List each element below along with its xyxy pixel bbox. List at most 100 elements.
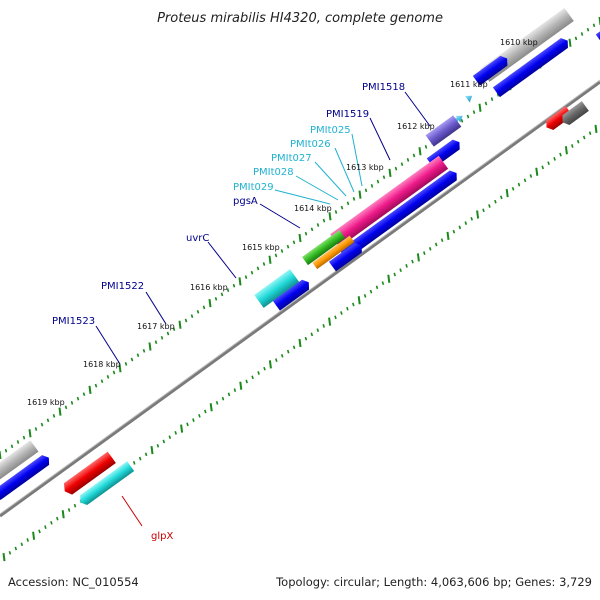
label-line-pmi1519 — [369, 117, 391, 161]
tick-mark — [262, 262, 266, 266]
tick-label: 1618 kbp — [83, 360, 121, 369]
tick-mark — [150, 445, 154, 455]
cds-reverse-arrow — [562, 101, 589, 125]
tick-mark — [316, 223, 320, 227]
tick-mark — [186, 422, 189, 427]
tick-mark — [388, 168, 392, 178]
tick-mark — [529, 174, 533, 178]
tick-mark — [52, 414, 56, 418]
tick-mark — [130, 357, 134, 362]
tick-mark — [541, 165, 544, 170]
cds-forward-arrow — [328, 242, 362, 272]
cds-forward-arrow — [339, 170, 457, 260]
label-line-pgsa — [259, 203, 301, 229]
label-line-pmi1518 — [404, 91, 431, 127]
trna-feature — [465, 95, 473, 103]
gene-label: PMIt027 — [271, 153, 312, 164]
label-line-uvrc — [207, 241, 237, 279]
gene-feature-cyan — [254, 269, 300, 308]
gene-label: PMIt025 — [310, 125, 351, 136]
tick-mark — [452, 229, 456, 234]
tick-mark — [592, 23, 596, 28]
tick-mark — [180, 424, 184, 433]
tick-mark — [100, 379, 104, 384]
gene-label: PMIt029 — [233, 182, 274, 193]
tick-mark — [286, 244, 290, 249]
tick-mark — [304, 336, 308, 341]
tick-mark — [268, 255, 272, 264]
tick-mark — [394, 166, 398, 171]
tick-mark — [61, 510, 65, 519]
gene-feature-green — [302, 230, 346, 266]
tick-mark — [34, 427, 38, 431]
tick-mark — [375, 285, 379, 290]
tick-label: 1612 kbp — [397, 122, 435, 131]
tick-mark — [16, 440, 20, 444]
label-line-pmit025 — [351, 133, 363, 187]
tick-mark — [358, 190, 362, 199]
tick-mark — [204, 409, 207, 414]
tick-mark — [466, 114, 470, 119]
tick-mark — [275, 358, 278, 362]
gene-label: PMIt026 — [290, 139, 331, 150]
tick-mark — [500, 195, 503, 200]
tick-mark — [244, 275, 248, 279]
tick-mark — [416, 253, 420, 262]
tick-mark — [580, 32, 584, 36]
tick-mark — [32, 531, 36, 540]
tick-mark — [256, 266, 260, 271]
tick-mark — [239, 381, 243, 390]
tick-mark — [144, 452, 148, 457]
tick-mark — [559, 152, 562, 157]
tick-mark — [517, 182, 521, 187]
tick-label: 1611 kbp — [450, 80, 488, 89]
tick-mark — [250, 270, 254, 275]
tick-mark — [574, 36, 578, 41]
map-title: Proteus mirabilis HI4320, complete genom… — [157, 11, 443, 26]
tick-mark — [94, 383, 98, 388]
tick-mark — [434, 242, 438, 247]
tick-mark — [382, 175, 386, 180]
tick-mark — [26, 538, 29, 542]
gene-label-lines — [95, 91, 431, 527]
tick-mark — [251, 375, 254, 380]
tick-label: 1616 kbp — [190, 283, 228, 292]
tick-mark — [304, 231, 308, 236]
tick-mark — [268, 360, 272, 369]
gene-feature-pink — [330, 155, 449, 248]
gene-feature-gray — [0, 440, 39, 490]
tick-mark — [568, 38, 572, 47]
tick-mark — [387, 274, 391, 283]
tick-mark — [400, 162, 404, 167]
cds-forward-arrow — [0, 455, 50, 501]
tick-mark — [328, 212, 332, 221]
tick-mark — [292, 345, 296, 350]
tick-mark — [202, 305, 206, 310]
tick-mark — [340, 205, 344, 210]
tick-mark — [547, 161, 550, 166]
tick-mark — [112, 370, 116, 375]
gene-feature-orange — [312, 235, 355, 270]
tick-mark — [418, 147, 422, 156]
tick-mark — [470, 216, 473, 221]
tick-mark — [411, 259, 414, 264]
tick-mark — [238, 277, 242, 286]
tick-mark — [357, 296, 361, 305]
tick-label: 1610 kbp — [500, 38, 538, 47]
gene-label: glpX — [151, 531, 173, 542]
tick-mark — [523, 178, 527, 183]
tick-mark — [511, 186, 515, 191]
tick-mark — [172, 327, 176, 331]
tick-mark — [346, 306, 349, 311]
tick-mark — [571, 144, 574, 148]
tick-mark — [209, 403, 213, 412]
tick-label: 1617 kbp — [137, 322, 175, 331]
tick-label: 1613 kbp — [346, 163, 384, 172]
tick-mark — [322, 324, 325, 328]
tick-mark — [4, 448, 8, 453]
gene-label: pgsA — [233, 196, 258, 207]
tick-mark — [10, 444, 14, 449]
tick-mark — [67, 508, 71, 512]
tick-mark — [198, 413, 201, 418]
